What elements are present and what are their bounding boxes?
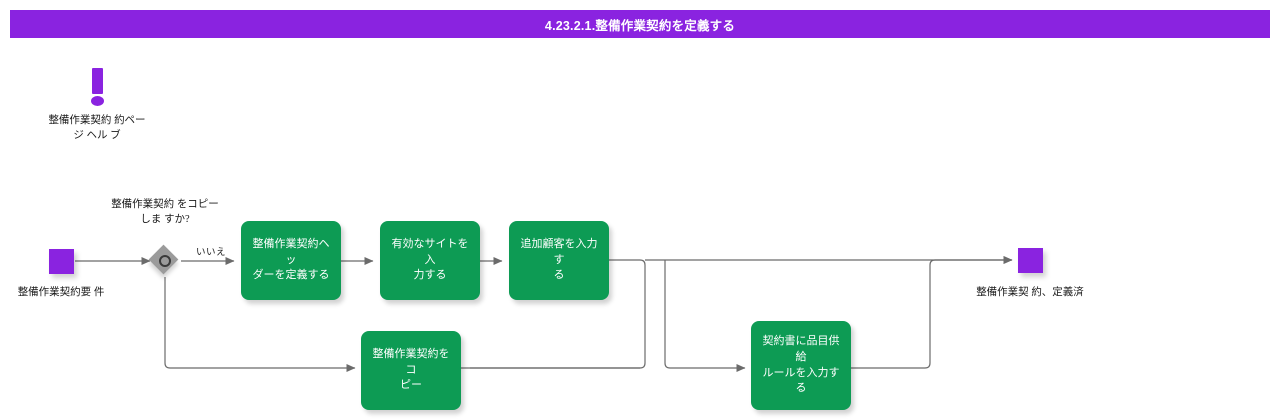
task-copy-contract[interactable]: 整備作業契約をコ ピー bbox=[361, 331, 461, 410]
page-title: 4.23.2.1.整備作業契約を定義する bbox=[544, 18, 736, 33]
task4-label-line-1: 整備作業契約をコ bbox=[372, 347, 450, 376]
start-event[interactable] bbox=[49, 249, 74, 274]
start-label-line-1: 整備作業契約要 bbox=[17, 287, 92, 298]
task5-label: 契約書に品目供給 ルールを入力する bbox=[759, 334, 843, 398]
task-enter-additional-customers[interactable]: 追加顧客を入力す る bbox=[509, 221, 609, 300]
gateway-label-line-3: すか? bbox=[163, 213, 190, 225]
task-enter-valid-sites[interactable]: 有効なサイトを入 力する bbox=[380, 221, 480, 300]
edge-label-no: いいえ bbox=[196, 248, 227, 258]
decision-gateway[interactable] bbox=[148, 244, 180, 276]
task4-label: 整備作業契約をコ ピー bbox=[369, 347, 453, 395]
task1-label-line-2: ダーを定義する bbox=[252, 269, 330, 282]
task2-label-line-2: 力する bbox=[413, 269, 447, 282]
task5-label-line-2: ルールを入力する bbox=[762, 366, 840, 395]
start-label-line-2: 件 bbox=[93, 287, 105, 298]
task3-label: 追加顧客を入力す る bbox=[517, 237, 601, 285]
task-define-contract-header[interactable]: 整備作業契約ヘッ ダーを定義する bbox=[241, 221, 341, 300]
task3-label-line-1: 追加顧客を入力す bbox=[520, 237, 598, 266]
gateway-label-line-1: 整備作業契約 bbox=[111, 199, 175, 210]
task5-label-line-1: 契約書に品目供給 bbox=[762, 334, 840, 363]
help-label-line-3: ブ bbox=[110, 129, 121, 141]
gateway-label-line-2: をコピーしま bbox=[140, 199, 219, 225]
task1-label-line-1: 整備作業契約ヘッ bbox=[252, 237, 330, 266]
help-annotation[interactable]: 整備作業契約 約ページ ヘル ブ bbox=[47, 68, 147, 144]
exclamation-bar bbox=[92, 68, 103, 94]
start-event-label: 整備作業契約要 件 bbox=[1, 286, 121, 301]
task3-label-line-2: る bbox=[553, 269, 565, 282]
task1-label: 整備作業契約ヘッ ダーを定義する bbox=[249, 237, 333, 285]
task-enter-item-supply-rules[interactable]: 契約書に品目供給 ルールを入力する bbox=[751, 321, 851, 410]
end-event[interactable] bbox=[1018, 248, 1043, 273]
edge-rail-to-task5 bbox=[664, 260, 746, 372]
page-title-bar: 4.23.2.1.整備作業契約を定義する bbox=[10, 10, 1270, 38]
end-label-line-1: 整備作業契 bbox=[976, 287, 1029, 298]
task2-label-line-1: 有効なサイトを入 bbox=[391, 237, 469, 266]
end-event-label: 整備作業契 約、定義済 bbox=[970, 286, 1090, 301]
exclamation-icon bbox=[84, 68, 110, 108]
task2-label: 有効なサイトを入 力する bbox=[388, 237, 472, 285]
help-annotation-label: 整備作業契約 約ページ ヘル ブ bbox=[47, 114, 147, 144]
exclamation-dot bbox=[91, 96, 104, 106]
gateway-xor-ring bbox=[158, 254, 171, 267]
task4-label-line-2: ピー bbox=[400, 379, 422, 392]
help-label-line-2: 約ページ ヘル bbox=[73, 115, 146, 141]
help-label-line-1: 整備作業契約 bbox=[48, 115, 112, 126]
end-label-line-2: 約、定義済 bbox=[1031, 287, 1084, 298]
edge-task5-to-end bbox=[851, 256, 1013, 369]
gateway-label: 整備作業契約 をコピーしま すか? bbox=[110, 198, 220, 228]
